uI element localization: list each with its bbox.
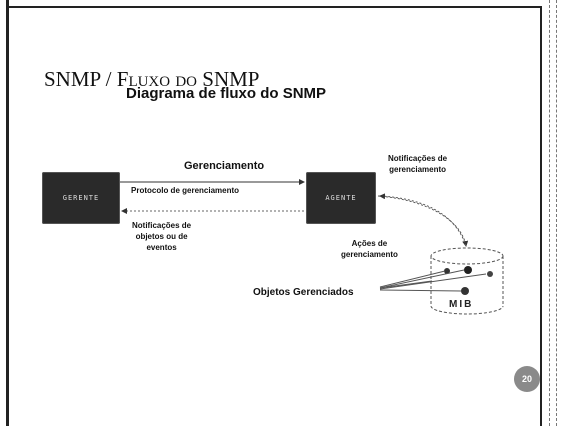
mib-object-dot <box>464 266 472 274</box>
slide-title-main: SNMP / F <box>44 67 129 91</box>
slide-border-left <box>6 0 9 426</box>
manager-box: GERENTE <box>42 172 120 224</box>
slide-title: SNMP / Fluxo do SNMP <box>44 67 259 92</box>
object-notifications-line: objetos ou de <box>135 232 188 241</box>
object-notifications-line: eventos <box>146 243 177 252</box>
management-notifications-label: Notificações de gerenciamento <box>388 153 447 175</box>
page-number-badge: 20 <box>514 366 540 392</box>
managed-objects-rays <box>379 269 487 292</box>
object-notifications-line: Notificações de <box>132 221 192 230</box>
agent-mib-curve <box>377 195 469 247</box>
agent-box: AGENTE <box>306 172 376 224</box>
management-notifications-line: gerenciamento <box>389 165 447 174</box>
protocol-label: Protocolo de gerenciamento <box>131 186 240 195</box>
mib-label: MIB <box>449 299 474 310</box>
mib-object-dot <box>487 271 493 277</box>
slide-subtitle: Diagrama de fluxo do SNMP <box>126 85 327 102</box>
managed-objects-label: Objetos Gerenciados <box>253 287 354 298</box>
mib-object-dot <box>461 287 469 295</box>
management-actions-line: gerenciamento <box>341 250 398 259</box>
slide-border-right <box>540 6 542 426</box>
mib-object-dot <box>444 268 450 274</box>
management-notifications-line: Notificações de <box>388 154 448 163</box>
management-actions-label: Ações de gerenciamento <box>341 238 398 260</box>
dashed-edge <box>549 0 557 426</box>
slide-title-smallcaps: luxo do SNMP <box>128 67 260 91</box>
slide-border-top <box>6 6 541 8</box>
agent-mib-curve-back <box>379 193 467 247</box>
management-actions-line: Ações de <box>351 239 388 248</box>
mib-cylinder <box>430 247 504 315</box>
object-notifications-label: Notificações de objetos ou de eventos <box>132 220 191 253</box>
management-label: Gerenciamento <box>184 160 265 172</box>
